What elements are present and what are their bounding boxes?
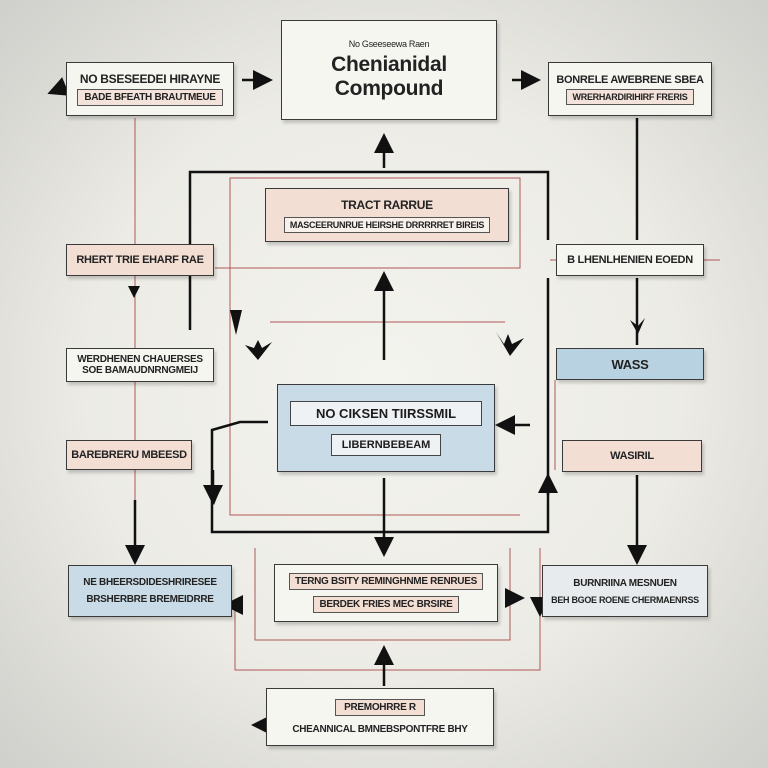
left-top-line1: NO BSESEEDEI HIRAYNE [79,72,221,86]
decorative-arrow-marks [128,286,645,505]
left-bottom-line2: BRSHERBRE BREMEIDRRE [86,594,214,605]
center-lower-line2: BERDEK FRIES MEC BRSIRE [313,596,459,613]
center-upper-line1: TRACT RARRUE [341,197,433,212]
right-mid3-box: WASIRIL [562,440,702,472]
center-core-line1: NO CIKSEN TIIRSSMIL [290,400,482,426]
left-mid1-box: RHERT TRIE EHARF RAE [66,244,214,276]
right-mid1-line1: B LHENLHENIEN EOEDN [567,254,693,266]
right-bottom-box: BURNRIINA MESNUEN BEH BGOE ROENE CHERMAE… [542,565,708,617]
right-bottom-line2: BEH BGOE ROENE CHERMAENRSS [551,594,699,605]
left-mid2-line2: SOE BAMAUDNRNGMEIJ [82,365,198,376]
right-mid2-line1: WASS [611,356,649,372]
title-header: No Gseeseewa Raen [348,39,430,49]
center-upper-box: TRACT RARRUE MASCEERUNRUE HEIRSHE DRRRRR… [265,188,509,242]
left-mid3-line1: BAREBRERU MBEESD [71,449,187,461]
center-lower-line1: TERNG BSITY REMINGHNME RENRUES [289,573,483,590]
left-mid2-line1: WERDHENEN CHAUERSES [77,354,203,365]
right-mid3-line1: WASIRIL [610,450,654,462]
center-lower-box: TERNG BSITY REMINGHNME RENRUES BERDEK FR… [274,564,498,622]
center-core-box: NO CIKSEN TIIRSSMIL LIBERNBEBEAM [277,384,495,472]
center-bottom-line2: CHEANNICAL BMNEBSPONTFRE BHY [292,724,468,735]
right-mid2-box: WASS [556,348,704,380]
center-upper-line2: MASCEERUNRUE HEIRSHE DRRRRRET BIREIS [283,216,491,233]
left-top-line2: BADE BFEATH BRAUTMEUE [77,89,223,106]
left-top-box: NO BSESEEDEI HIRAYNE BADE BFEATH BRAUTME… [66,62,234,116]
title-line2: Compound [334,77,444,100]
right-mid1-box: B LHENLHENIEN EOEDN [556,244,704,276]
center-core-line2: LIBERNBEBEAM [330,433,442,456]
right-top-box: BONRELE AWEBRENE SBEA WRERHARDIRIHIRF FR… [548,62,712,116]
center-bottom-box: PREMOHRRE R CHEANNICAL BMNEBSPONTFRE BHY [266,688,494,746]
left-mid1-line1: RHERT TRIE EHARF RAE [76,254,204,266]
left-bottom-line1: NE BHEERSDIDESHRIRESEE [83,577,217,588]
title-box: No Gseeseewa Raen Chenianidal Compound [281,20,497,120]
center-bottom-line1: PREMOHRRE R [335,699,425,716]
right-top-line1: BONRELE AWEBRENE SBEA [556,73,704,86]
right-bottom-line1: BURNRIINA MESNUEN [573,577,677,589]
left-mid2-box: WERDHENEN CHAUERSES SOE BAMAUDNRNGMEIJ [66,348,214,382]
left-mid3-box: BAREBRERU MBEESD [66,440,192,470]
title-line1: Chenianidal [331,53,447,76]
right-top-line2: WRERHARDIRIHIRF FRERIS [565,88,695,105]
left-bottom-box: NE BHEERSDIDESHRIRESEE BRSHERBRE BREMEID… [68,565,232,617]
